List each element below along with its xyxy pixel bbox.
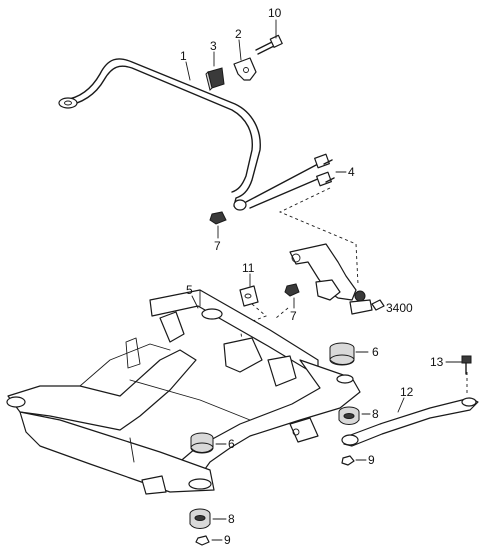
nut-9-upper (341, 455, 355, 466)
callout-9-lower: 9 (224, 533, 231, 547)
bushing-bracket (233, 57, 257, 81)
callout-12: 12 (400, 385, 414, 399)
link-nut-upper (209, 211, 227, 225)
callout-1: 1 (180, 49, 187, 63)
callout-8-upper: 8 (372, 407, 379, 421)
callout-3400: 3400 (386, 301, 413, 315)
callout-7-lower: 7 (290, 309, 297, 323)
frame-mount-11 (239, 285, 259, 307)
mount-8-lower (189, 508, 211, 529)
callout-9-upper: 9 (368, 453, 375, 467)
stabilizer-bar (58, 58, 261, 211)
nut-9-lower (195, 535, 210, 546)
bracket-bolt (255, 34, 283, 55)
callout-5: 5 (186, 283, 193, 297)
callout-7-upper: 7 (214, 239, 221, 253)
callout-2: 2 (235, 27, 242, 41)
callout-8-lower: 8 (228, 512, 235, 526)
callout-4: 4 (348, 165, 355, 179)
stabilizer-bushing (205, 67, 225, 91)
mount-rubber-upper (329, 342, 355, 366)
lower-control-arm (289, 243, 373, 315)
callout-3: 3 (210, 39, 217, 53)
callout-6-upper: 6 (372, 345, 379, 359)
stabilizer-links (245, 153, 335, 209)
callout-leaders (185, 19, 463, 541)
link-nut-lower (284, 283, 300, 297)
callout-10: 10 (268, 6, 282, 20)
tension-rod (341, 397, 479, 447)
mount-rubber-lower (190, 432, 214, 454)
rod-bolt (461, 355, 472, 375)
callout-13: 13 (430, 355, 444, 369)
sub-frame (6, 289, 361, 495)
callout-6-lower: 6 (228, 437, 235, 451)
ref-3400-arrow (371, 299, 385, 311)
callout-11: 11 (242, 261, 255, 275)
mount-8-upper (338, 406, 360, 425)
